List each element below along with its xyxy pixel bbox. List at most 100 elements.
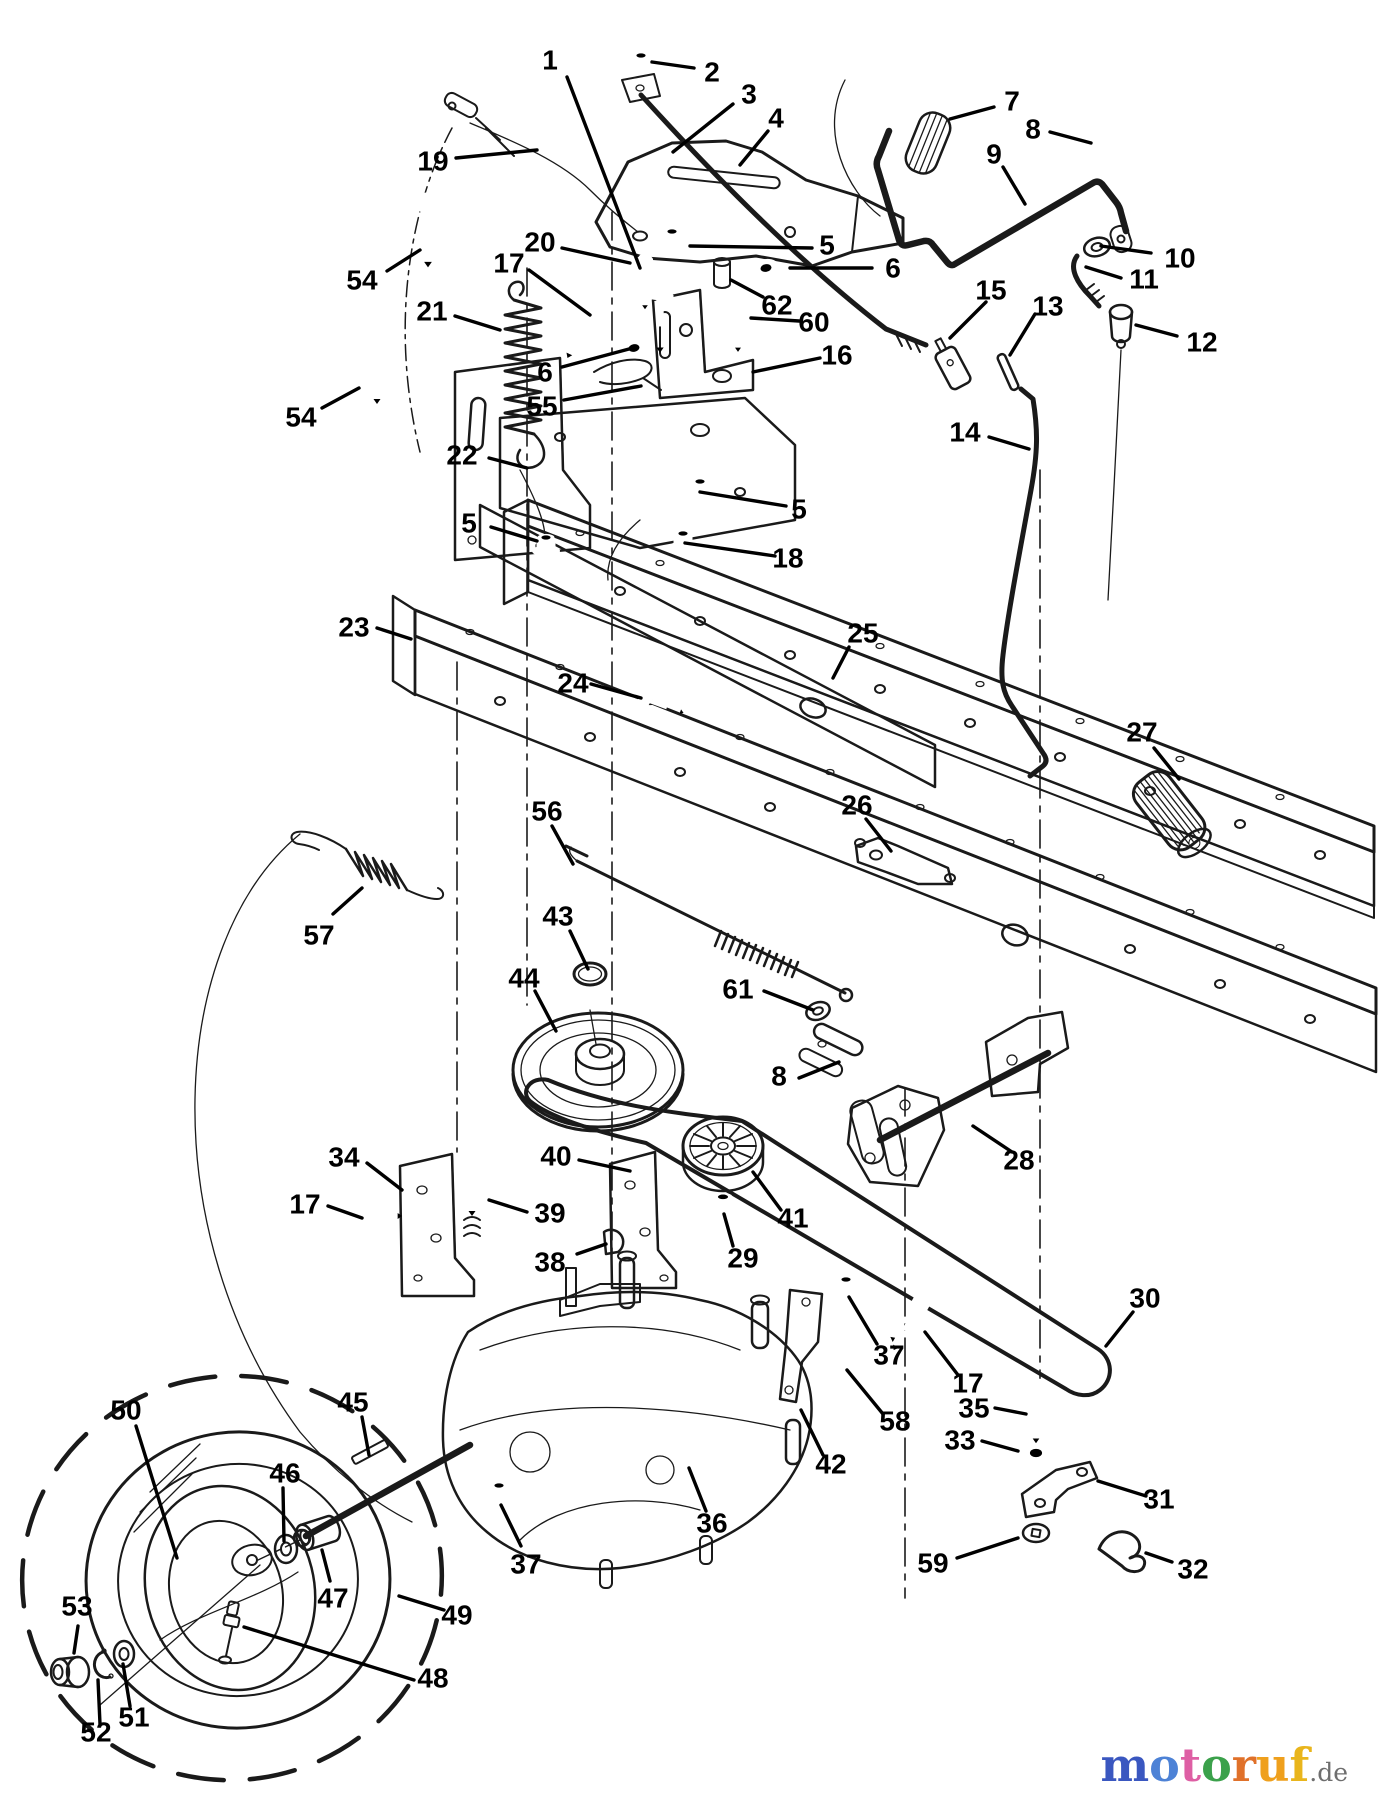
callout-leader-5-15 <box>688 244 814 250</box>
callout-number-45-59: 45 <box>337 1387 368 1418</box>
callout-leader-54-11 <box>385 248 422 273</box>
callout-leader-48-64 <box>242 1625 416 1682</box>
callout-number-27-34: 27 <box>1126 717 1157 748</box>
callout-leader-53-65 <box>72 1624 80 1655</box>
callout-leader-57-36 <box>331 886 364 916</box>
callout-number-48-64: 48 <box>417 1663 448 1694</box>
flange-nut-5-top <box>658 227 686 251</box>
diagram-line-art <box>19 51 1378 1783</box>
clutch-link-8 <box>798 1022 864 1078</box>
callout-leader-16-19 <box>751 356 822 374</box>
callout-number-30-49: 30 <box>1129 1283 1160 1314</box>
callout-number-17-14: 17 <box>493 248 524 279</box>
callout-number-7-5: 7 <box>1004 86 1020 117</box>
callout-number-50-60: 50 <box>110 1395 141 1426</box>
callout-leader-29-47 <box>722 1212 735 1248</box>
trunnion-15 <box>934 337 972 391</box>
callout-leader-1-0 <box>565 75 642 270</box>
callout-number-57-36: 57 <box>303 920 334 951</box>
watermark-letter: o <box>1201 1738 1232 1792</box>
lift-lever-9 <box>873 127 1133 269</box>
callout-leader-56-35 <box>550 824 575 866</box>
callout-leader-55-24 <box>562 384 643 402</box>
callout-number-8-40: 8 <box>771 1061 787 1092</box>
half-key-38 <box>602 1228 625 1256</box>
bracket-16 <box>651 288 755 400</box>
callout-number-8-6: 8 <box>1025 114 1041 145</box>
callout-leader-43-37 <box>568 929 590 971</box>
washer-33 <box>1021 1443 1051 1463</box>
callout-number-29-47: 29 <box>727 1243 758 1274</box>
callout-number-56-35: 56 <box>531 796 562 827</box>
callout-leader-4-3 <box>738 129 770 167</box>
callout-number-49-63: 49 <box>441 1600 472 1631</box>
support-strip <box>478 503 937 789</box>
callout-leader-52-66 <box>96 1678 102 1726</box>
callout-number-37-69: 37 <box>510 1549 541 1580</box>
callout-number-33-53: 33 <box>944 1425 975 1456</box>
flange-nut-5-mid <box>686 477 714 501</box>
watermark-letter: o <box>1149 1738 1180 1792</box>
ball-joint-12 <box>1107 303 1134 601</box>
callout-leader-17-51 <box>923 1330 960 1377</box>
washer-6-left <box>619 336 649 360</box>
watermark-suffix: .de <box>1309 1758 1348 1787</box>
callout-leader-18-29 <box>683 541 777 558</box>
watermark-logo: motoruf.de <box>1100 1738 1348 1792</box>
callout-number-32-58: 32 <box>1177 1554 1208 1585</box>
callout-leader-42-55 <box>799 1408 825 1457</box>
callout-leader-50-60 <box>134 1424 179 1560</box>
callout-number-3-2: 3 <box>741 79 757 110</box>
callout-leader-45-59 <box>360 1415 371 1457</box>
bracket-plate-40 <box>608 1150 678 1290</box>
watermark-letter: t <box>1180 1738 1202 1792</box>
bolt-35 <box>1023 1378 1049 1444</box>
callout-leader-15-20 <box>948 300 988 340</box>
callout-leader-19-4 <box>454 148 539 160</box>
flange-nut-37-right <box>832 1275 860 1299</box>
callout-number-58-54: 58 <box>879 1406 910 1437</box>
square-washer-59 <box>1021 1522 1051 1544</box>
callout-leader-37-69 <box>499 1503 523 1548</box>
callout-number-6-23: 6 <box>537 357 553 388</box>
callout-leader-22-26 <box>487 456 529 470</box>
callout-leader-31-56 <box>1096 1479 1148 1498</box>
watermark-letter: r <box>1232 1738 1257 1792</box>
bushing-47 <box>294 1514 342 1552</box>
callout-number-13-21: 13 <box>1032 291 1063 322</box>
callout-number-47-62: 47 <box>317 1583 348 1614</box>
callout-leader-13-21 <box>1008 312 1037 357</box>
callout-leader-41-48 <box>751 1170 783 1212</box>
callout-leader-2-1 <box>650 60 696 70</box>
callout-leader-34-42 <box>365 1161 404 1192</box>
callout-leader-30-49 <box>1104 1310 1135 1348</box>
callout-number-43-37: 43 <box>542 901 573 932</box>
callout-number-55-24: 55 <box>526 391 557 422</box>
callout-leader-24-31 <box>589 682 643 700</box>
callout-leader-9-7 <box>1001 165 1027 206</box>
callout-leader-12-10 <box>1134 323 1179 338</box>
hex-bolt-60 <box>726 294 750 352</box>
callout-number-10-8: 10 <box>1164 243 1195 274</box>
callout-number-2-1: 2 <box>704 57 720 88</box>
idler-pulley-41 <box>681 1115 765 1193</box>
spring-57 <box>290 830 445 900</box>
transmission-36 <box>257 1250 813 1589</box>
callout-leader-17-14 <box>527 268 592 317</box>
spring-21 <box>503 280 546 469</box>
hairpin-clip-32 <box>1097 1530 1147 1574</box>
callout-number-22-26: 22 <box>446 440 477 471</box>
callout-number-53-65: 53 <box>61 1591 92 1622</box>
callout-leader-17-44 <box>326 1204 364 1220</box>
callout-leader-37-50 <box>847 1295 879 1346</box>
callout-leader-11-9 <box>1084 265 1123 280</box>
link-rod-11 <box>1071 253 1105 309</box>
callout-leader-3-2 <box>671 102 735 154</box>
callout-leader-47-62 <box>320 1548 332 1583</box>
callout-leader-59-57 <box>955 1536 1020 1560</box>
cable-19 <box>443 91 639 233</box>
callout-leader-27-34 <box>1152 746 1181 781</box>
drive-pulley-44 <box>511 1011 685 1133</box>
